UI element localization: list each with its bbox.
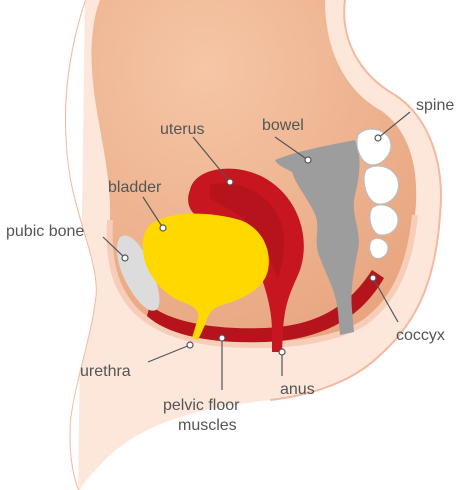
label-anus: anus [280,381,315,398]
spine-segments [356,128,400,260]
pelvic-floor-muscles [147,270,384,343]
label-coccyx: coccyx [396,327,445,344]
label-pelvic-floor-line2: muscles [178,417,237,434]
body-back-edge [269,0,442,401]
pubic-bone [116,235,160,311]
uterus-cavity [210,183,285,278]
label-urethra: urethra [80,363,131,380]
label-uterus: uterus [160,121,204,138]
label-pubic-bone: pubic bone [6,223,84,240]
label-bladder: bladder [108,179,162,196]
bladder [142,213,269,340]
left-background [0,0,96,490]
label-spine: spine [416,97,454,114]
cavity-lining [106,214,418,349]
leader-lines [102,111,411,390]
bowel [275,140,360,335]
label-pelvic-floor-line1: pelvic floor [163,397,240,414]
label-bowel: bowel [262,117,304,134]
